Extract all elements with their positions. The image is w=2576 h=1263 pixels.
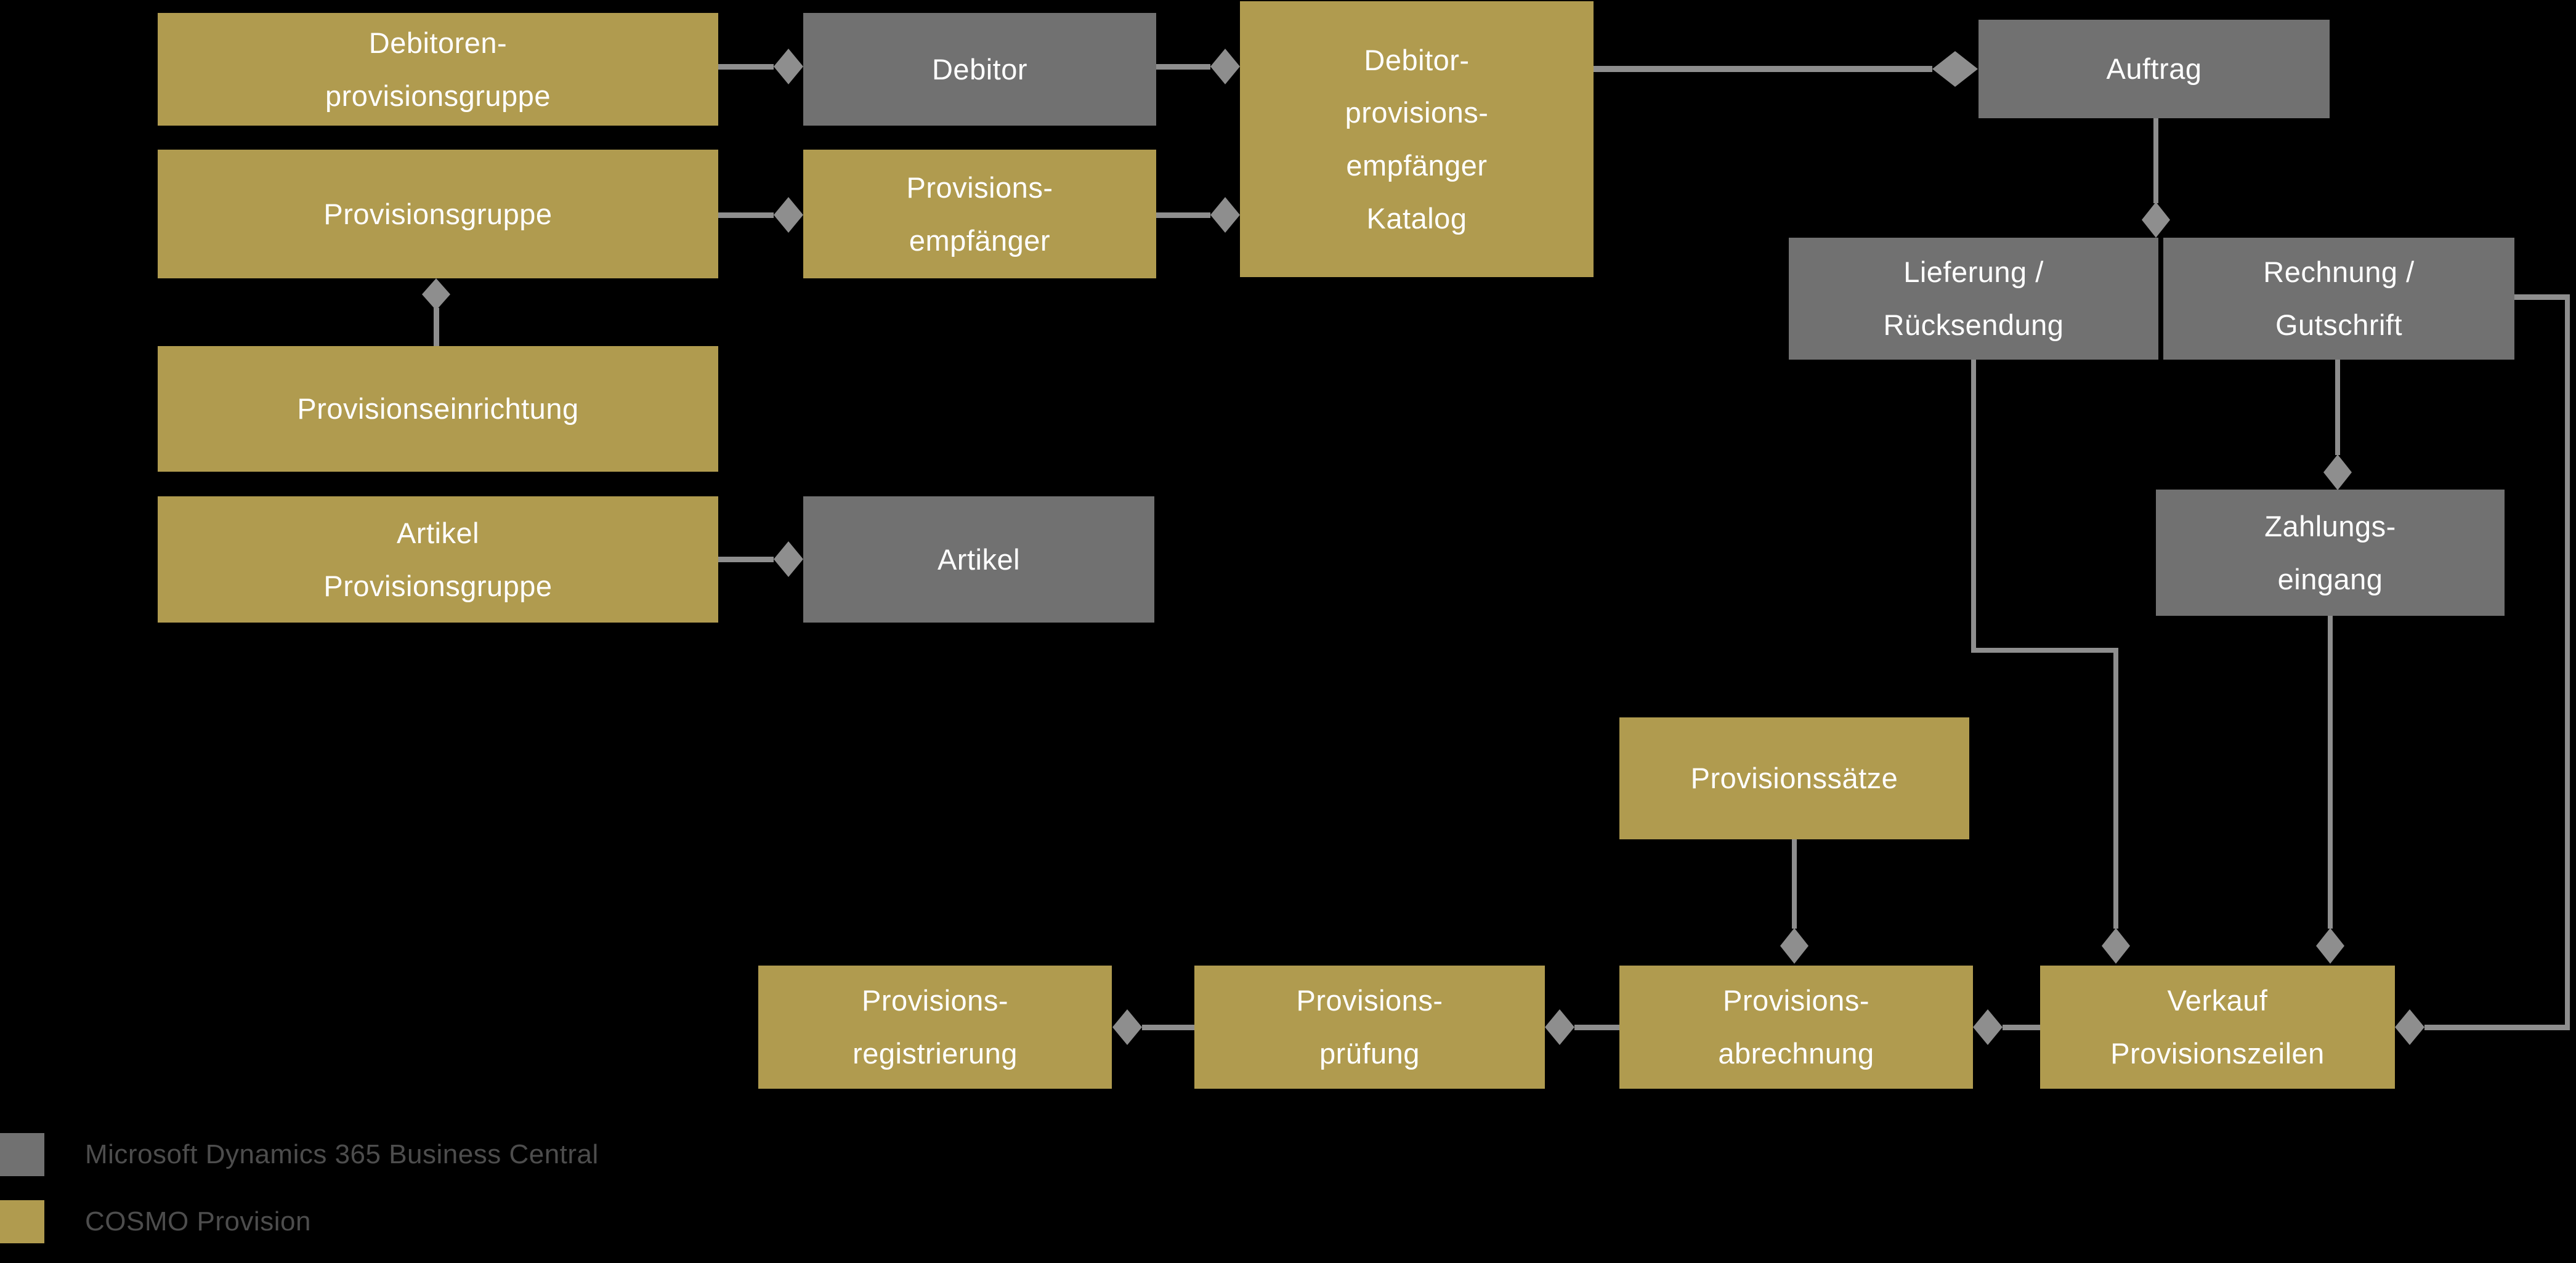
edge-artikelprovisionsgruppe-artikel xyxy=(718,541,803,577)
node-debitor-provisions-empfaenger-katalog: Debitor- provisions- empfänger Katalog xyxy=(1240,1,1594,277)
edge-provisionspruefung-provisionsregistrierung xyxy=(1112,1009,1194,1045)
edge-provisionssaetze-provisionsabrechnung xyxy=(1780,839,1808,964)
edge-debitor-katalog xyxy=(1156,49,1240,84)
node-lieferung-ruecksendung: Lieferung / Rücksendung xyxy=(1789,238,2158,360)
edge-provisionsgruppe-provisionsempfaenger xyxy=(718,197,803,233)
node-zahlungseingang: Zahlungs- eingang xyxy=(2156,490,2505,616)
legend-item-cosmo-provision: COSMO Provision xyxy=(0,1200,311,1243)
node-provisions-pruefung: Provisions- prüfung xyxy=(1194,966,1545,1089)
edge-provisionseinrichtung-provisionsgruppe xyxy=(422,278,450,346)
edge-zahlungseingang-verkaufprovisionszeilen xyxy=(2316,616,2344,964)
node-provisions-registrierung: Provisions- registrierung xyxy=(758,966,1112,1089)
edge-rechnung-zahlungseingang xyxy=(2323,360,2352,490)
node-auftrag: Auftrag xyxy=(1979,20,2330,118)
edge-verkaufprovisionszeilen-provisionsabrechnung xyxy=(1973,1009,2040,1045)
edge-debitorenprovisionsgruppe-debitor xyxy=(718,49,803,84)
edge-katalog-auftrag xyxy=(1594,51,1978,87)
legend-label-cosmo-provision: COSMO Provision xyxy=(85,1206,311,1237)
node-artikel-provisionsgruppe: Artikel Provisionsgruppe xyxy=(158,496,718,623)
legend-item-business-central: Microsoft Dynamics 365 Business Central xyxy=(0,1133,599,1176)
node-provisionsgruppe: Provisionsgruppe xyxy=(158,150,718,278)
node-provisions-abrechnung: Provisions- abrechnung xyxy=(1619,966,1973,1089)
node-provisions-empfaenger: Provisions- empfänger xyxy=(803,150,1156,278)
edge-lieferung-verkaufprovisionszeilen xyxy=(1971,360,2130,964)
node-provisionssaetze: Provisionssätze xyxy=(1619,717,1969,839)
legend-swatch-gold xyxy=(0,1200,44,1243)
edge-provisionsempfaenger-katalog xyxy=(1156,197,1240,233)
node-debitoren-provisionsgruppe: Debitoren- provisionsgruppe xyxy=(158,13,718,126)
edge-rechnung-verkaufprovisionszeilen xyxy=(2395,294,2570,1045)
edge-provisionsabrechnung-provisionspruefung xyxy=(1545,1009,1619,1045)
legend-swatch-gray xyxy=(0,1133,44,1176)
edge-auftrag-belege xyxy=(2142,118,2170,238)
legend-label-business-central: Microsoft Dynamics 365 Business Central xyxy=(85,1139,599,1169)
node-artikel: Artikel xyxy=(803,496,1154,623)
node-verkauf-provisionszeilen: Verkauf Provisionszeilen xyxy=(2040,966,2395,1089)
node-rechnung-gutschrift: Rechnung / Gutschrift xyxy=(2163,238,2514,360)
node-debitor: Debitor xyxy=(803,13,1156,126)
node-provisionseinrichtung: Provisionseinrichtung xyxy=(158,346,718,472)
